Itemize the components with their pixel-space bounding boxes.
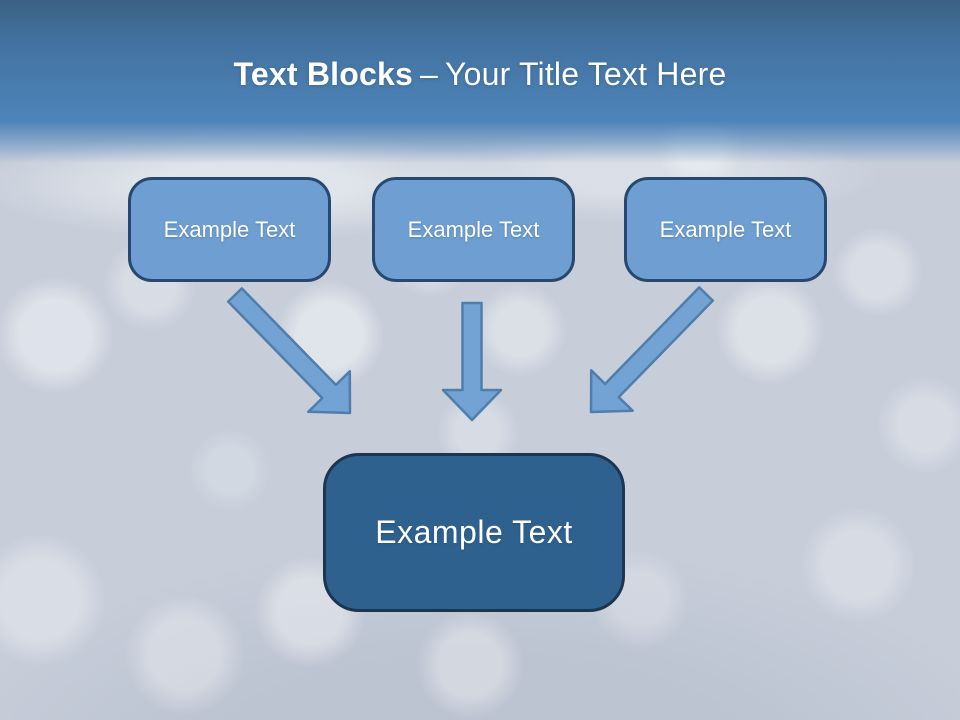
source-box-3-label: Example Text bbox=[659, 216, 792, 242]
target-box[interactable]: Example Text bbox=[323, 453, 625, 612]
arrow-right-down-icon bbox=[589, 286, 715, 414]
source-box-1-label: Example Text bbox=[163, 216, 296, 242]
arrow-down-icon bbox=[441, 301, 503, 422]
source-box-1[interactable]: Example Text bbox=[128, 177, 331, 282]
title-dash: – bbox=[419, 56, 438, 92]
source-box-2[interactable]: Example Text bbox=[372, 177, 575, 282]
slide-title: Text Blocks–Your Title Text Here bbox=[0, 55, 960, 93]
source-box-3[interactable]: Example Text bbox=[624, 177, 827, 282]
arrow-left-down-icon bbox=[226, 287, 352, 415]
title-regular-text: Your Title Text Here bbox=[444, 56, 727, 92]
title-band bbox=[0, 0, 960, 172]
target-box-label: Example Text bbox=[375, 514, 573, 550]
source-box-2-label: Example Text bbox=[407, 216, 540, 242]
title-bold-text: Text Blocks bbox=[233, 56, 413, 92]
